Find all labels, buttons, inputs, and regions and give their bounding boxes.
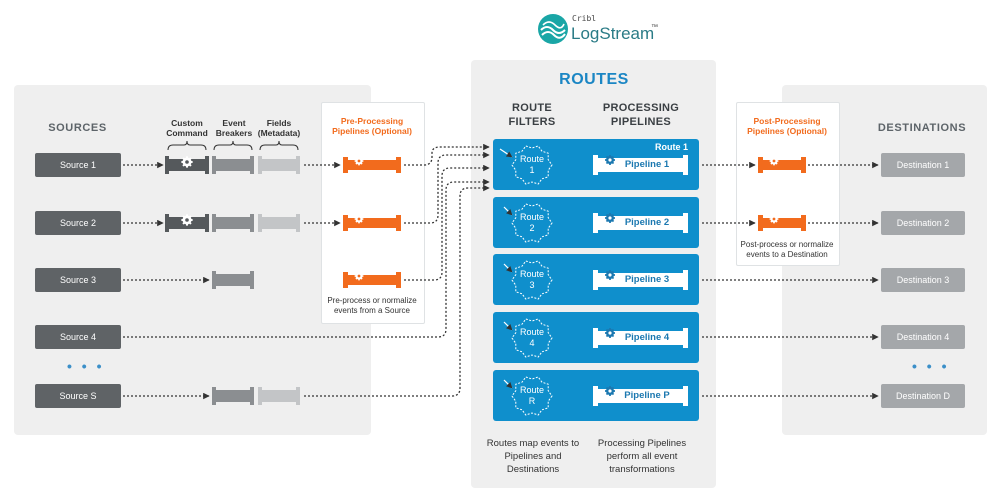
- preproc1-to-routes-arrow: [404, 143, 490, 166]
- route-filter-gear-icon: [511, 145, 553, 185]
- source-box: Source 2: [35, 211, 121, 235]
- gear-icon: [181, 214, 193, 226]
- pipelines-caption: Processing Pipelines perform all event t…: [597, 438, 687, 475]
- event-breaker-pipe: [212, 214, 254, 232]
- fields-pipe: [258, 387, 300, 405]
- cribl-wave-logo-icon: [538, 14, 568, 44]
- route-filter-gear-icon: [511, 260, 553, 300]
- destination-box: Destination 2: [881, 211, 965, 235]
- route-filter-graphics: [499, 145, 688, 416]
- column-braces: [167, 140, 299, 151]
- post-processing-caption: Post-process or normalize events to a De…: [740, 240, 834, 259]
- destination-box: Destination 1: [881, 153, 965, 177]
- gear-icon: [354, 214, 364, 224]
- post-processing-panel: [736, 102, 840, 266]
- gear-icon: [354, 156, 364, 166]
- pipeline-label: Pipeline 2: [624, 217, 670, 228]
- pipeline-pipe: [593, 386, 688, 406]
- post-processing-pipe: [758, 156, 806, 173]
- gear-icon: [605, 328, 615, 338]
- event-breakers-head: Event Breakers: [215, 118, 253, 138]
- gear-icon: [769, 214, 779, 224]
- route-filter-label: Route 1: [519, 154, 545, 175]
- sources-title: SOURCES: [48, 122, 107, 134]
- gear-icon: [605, 155, 615, 165]
- source-box: Source 4: [35, 325, 121, 349]
- gear-icon: [605, 213, 615, 223]
- source-box: Source 3: [35, 268, 121, 292]
- event-breaker-pipe: [212, 387, 254, 405]
- fields-pipe: [258, 156, 300, 174]
- route-inbound-arrow: [499, 148, 513, 158]
- sources-ellipsis: • • •: [67, 358, 105, 374]
- gear-icon: [354, 271, 364, 281]
- route-inbound-arrow: [503, 321, 513, 331]
- route-filter-gear-icon: [511, 376, 553, 416]
- destination-box: Destination 4: [881, 325, 965, 349]
- custom-command-pipe: [165, 156, 209, 174]
- logstream-logo: Cribl LogStream ™: [537, 10, 658, 48]
- sources-panel: [14, 85, 371, 435]
- brand-small-label: Cribl: [572, 14, 597, 23]
- event-breaker-pipe: [212, 156, 254, 174]
- destination-box: Destination D: [881, 384, 965, 408]
- route-inbound-arrow: [503, 263, 513, 273]
- brand-name-label: LogStream: [571, 24, 655, 43]
- pipeline-label: Pipeline 1: [624, 159, 670, 170]
- pipeline-pipe: [593, 155, 688, 175]
- event-breaker-pipe: [212, 271, 254, 289]
- destination-box: Destination 3: [881, 268, 965, 292]
- destinations-ellipsis: • • •: [912, 358, 950, 374]
- pre-processing-pipe: [343, 271, 401, 288]
- custom-command-pipe: [165, 214, 209, 232]
- fields-pipe: [258, 214, 300, 232]
- gear-icon: [181, 156, 193, 168]
- pre-processing-pipe: [343, 156, 401, 173]
- route-filter-label: Route R: [519, 385, 545, 406]
- brand-tm-label: ™: [651, 24, 658, 31]
- route-filter-label: Route 3: [519, 269, 545, 290]
- post-processing-title: Post-Processing Pipelines (Optional): [747, 116, 827, 136]
- pipeline-pipe: [593, 270, 688, 290]
- gear-icon: [605, 386, 615, 396]
- pre-processing-title: Pre-Processing Pipelines (Optional): [332, 116, 412, 136]
- pipeline-pipe: [593, 213, 688, 233]
- custom-command-head: Custom Command: [166, 118, 208, 138]
- route-1-tag: Route 1: [655, 142, 689, 152]
- source-box: Source S: [35, 384, 121, 408]
- destinations-title: DESTINATIONS: [877, 122, 967, 134]
- route-inbound-arrow: [503, 379, 513, 389]
- pipeline-label: Pipeline 4: [624, 332, 670, 343]
- route-filters-head: ROUTE FILTERS: [508, 102, 556, 128]
- route-filter-gear-icon: [511, 318, 553, 358]
- pipe-graphics: [165, 140, 806, 405]
- route-filter-label: Route 2: [519, 212, 545, 233]
- flow-arrows: [123, 143, 879, 400]
- source-box: Source 1: [35, 153, 121, 177]
- route-inbound-arrow: [503, 206, 513, 216]
- routes-title: ROUTES: [559, 71, 629, 88]
- gear-icon: [605, 270, 615, 280]
- source4-to-routes-arrow: [123, 178, 490, 338]
- pre-processing-panel: [321, 102, 425, 324]
- pipeline-label: Pipeline P: [624, 390, 670, 401]
- preproc2-to-routes-arrow: [404, 151, 490, 224]
- route-filter-gear-icon: [511, 203, 553, 243]
- pipeline-pipe: [593, 328, 688, 348]
- gear-icon: [769, 156, 779, 166]
- routes-caption: Routes map events to Pipelines and Desti…: [486, 438, 580, 475]
- pre-processing-caption: Pre-process or normalize events from a S…: [327, 296, 417, 315]
- pipeline-label: Pipeline 3: [624, 274, 670, 285]
- fields-metadata-head: Fields (Metadata): [257, 118, 301, 138]
- sourceS-to-routes-arrow: [304, 184, 490, 397]
- processing-pipelines-head: PROCESSING PIPELINES: [602, 102, 680, 128]
- pre-processing-pipe: [343, 214, 401, 231]
- preproc3-to-routes-arrow: [404, 164, 490, 281]
- route-filter-label: Route 4: [519, 327, 545, 348]
- post-processing-pipe: [758, 214, 806, 231]
